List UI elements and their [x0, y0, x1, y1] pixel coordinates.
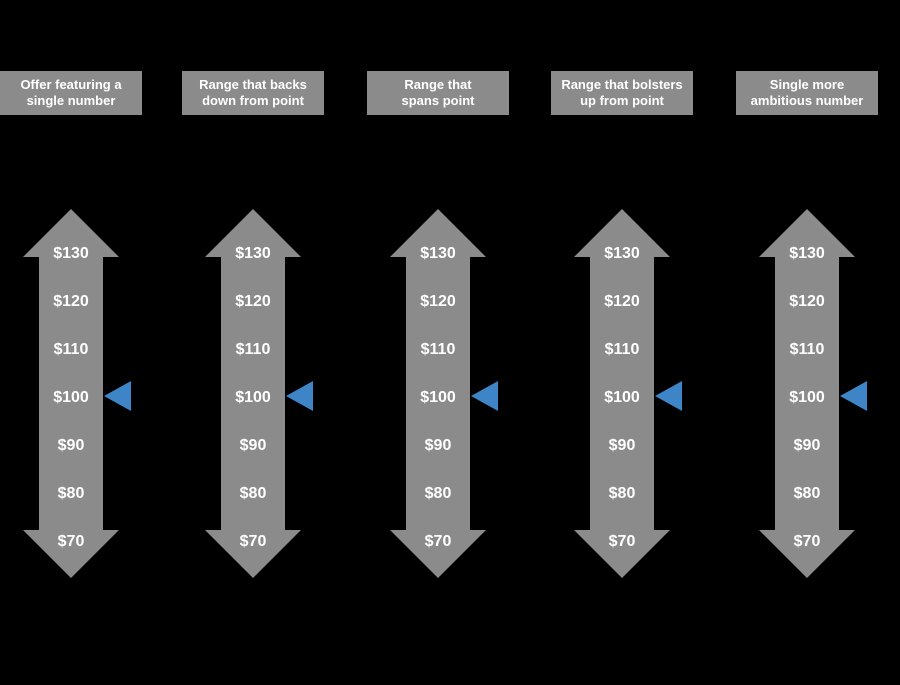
price-tick: $80 [57, 485, 85, 502]
offer-column-3: Range that spans point $130 $120 $110 $1… [367, 71, 509, 611]
arrow-shaft [221, 257, 285, 530]
price-tick: $70 [57, 533, 85, 550]
offer-label: Range that bolsters up from point [561, 77, 683, 108]
offer-column-1: Offer featuring a single number $130 $12… [0, 71, 142, 611]
price-tick: $100 [235, 389, 271, 406]
anchor-point-marker-icon [655, 381, 682, 411]
price-tick: $70 [793, 533, 821, 550]
price-tick: $120 [235, 293, 271, 310]
arrow-shaft [775, 257, 839, 530]
arrow-down-icon [205, 530, 301, 578]
price-tick: $130 [789, 245, 825, 262]
price-tick: $110 [604, 341, 640, 358]
price-tick: $100 [53, 389, 89, 406]
price-tick: $130 [53, 245, 89, 262]
price-tick: $90 [239, 437, 267, 454]
price-tick: $110 [53, 341, 89, 358]
price-tick: $80 [424, 485, 452, 502]
arrow-up-icon [574, 209, 670, 257]
anchor-point-marker-icon [286, 381, 313, 411]
offer-label-box: Range that spans point [367, 71, 509, 115]
offer-label: Offer featuring a single number [20, 77, 122, 108]
price-tick: $90 [793, 437, 821, 454]
price-tick: $80 [608, 485, 636, 502]
offer-label: Range that backs down from point [199, 77, 307, 108]
arrow-down-icon [759, 530, 855, 578]
price-tick: $100 [604, 389, 640, 406]
price-tick: $120 [789, 293, 825, 310]
price-tick: $100 [420, 389, 456, 406]
price-tick: $70 [608, 533, 636, 550]
arrow-down-icon [23, 530, 119, 578]
offer-column-5: Single more ambitious number $130 $120 $… [736, 71, 878, 611]
offer-column-4: Range that bolsters up from point $130 $… [551, 71, 693, 611]
arrow-shaft [406, 257, 470, 530]
arrow-down-icon [390, 530, 486, 578]
price-tick: $70 [239, 533, 267, 550]
arrow-down-icon [574, 530, 670, 578]
price-tick: $100 [789, 389, 825, 406]
price-tick: $110 [235, 341, 271, 358]
offer-label-box: Range that backs down from point [182, 71, 324, 115]
price-tick: $80 [239, 485, 267, 502]
price-tick: $120 [604, 293, 640, 310]
price-tick: $90 [57, 437, 85, 454]
price-tick: $130 [420, 245, 456, 262]
offer-label-box: Offer featuring a single number [0, 71, 142, 115]
price-tick: $80 [793, 485, 821, 502]
price-tick: $70 [424, 533, 452, 550]
arrow-shaft [590, 257, 654, 530]
price-tick: $130 [604, 245, 640, 262]
price-tick: $130 [235, 245, 271, 262]
price-tick: $90 [424, 437, 452, 454]
anchor-point-marker-icon [840, 381, 867, 411]
anchor-point-marker-icon [104, 381, 131, 411]
offer-column-2: Range that backs down from point $130 $1… [182, 71, 324, 611]
price-tick: $110 [789, 341, 825, 358]
offer-label-box: Single more ambitious number [736, 71, 878, 115]
price-tick: $90 [608, 437, 636, 454]
offer-label: Single more ambitious number [750, 77, 864, 108]
arrow-up-icon [205, 209, 301, 257]
arrow-up-icon [759, 209, 855, 257]
price-tick: $120 [420, 293, 456, 310]
anchor-point-marker-icon [471, 381, 498, 411]
price-tick: $110 [420, 341, 456, 358]
arrow-up-icon [390, 209, 486, 257]
offer-label: Range that spans point [401, 77, 475, 108]
price-tick: $120 [53, 293, 89, 310]
arrow-shaft [39, 257, 103, 530]
arrow-up-icon [23, 209, 119, 257]
offer-label-box: Range that bolsters up from point [551, 71, 693, 115]
